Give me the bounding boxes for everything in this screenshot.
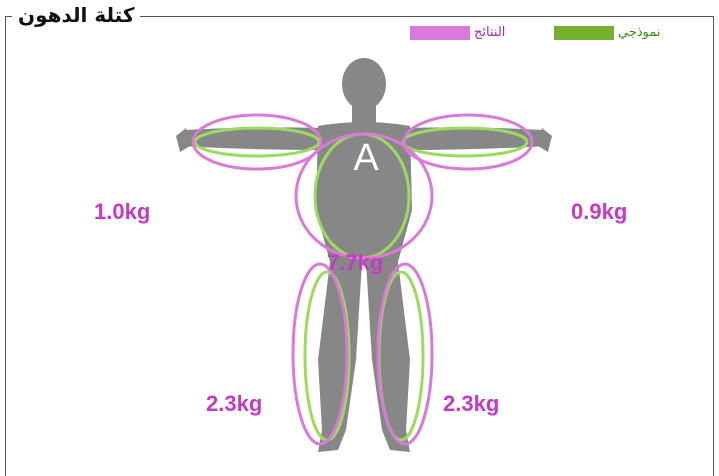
left-arm-fat-value: 0.9kg bbox=[571, 199, 627, 225]
right-arm-fat-value: 1.0kg bbox=[94, 199, 150, 225]
trunk-letter: A bbox=[353, 137, 379, 179]
left-leg-fat-value: 2.3kg bbox=[443, 391, 499, 417]
right-leg-fat-value: 2.3kg bbox=[206, 391, 262, 417]
body-figure: A bbox=[0, 0, 719, 457]
head-shape bbox=[342, 58, 386, 110]
trunk-fat-value: 7.7kg bbox=[327, 250, 383, 276]
